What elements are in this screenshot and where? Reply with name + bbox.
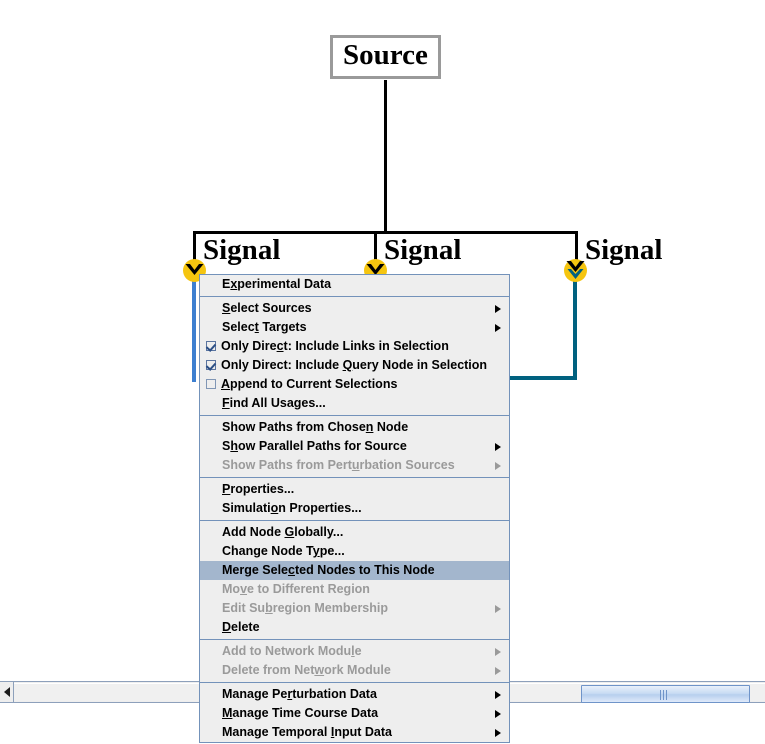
submenu-arrow-icon [495, 667, 501, 675]
grip-icon [660, 690, 669, 700]
menu-separator [200, 520, 509, 521]
down-chevron-icon [566, 261, 585, 279]
menu-item-label: Delete [222, 620, 260, 634]
menu-item-move-to-different-region: Move to Different Region [200, 580, 509, 599]
down-chevron-icon [185, 264, 204, 275]
submenu-arrow-icon [495, 710, 501, 718]
menu-item-label: Show Paths from Chosen Node [222, 420, 409, 434]
menu-item-label: Move to Different Region [222, 582, 370, 596]
menu-item-edit-subregion-membership: Edit Subregion Membership [200, 599, 509, 618]
menu-item-label: Show Paths from Perturbation Sources [222, 458, 455, 472]
submenu-arrow-icon [495, 729, 501, 737]
menu-item-label: Find All Usages... [222, 396, 326, 410]
menu-item-label: Add to Network Module [222, 644, 362, 658]
menu-item-label: Show Parallel Paths for Source [222, 439, 407, 453]
menu-item-show-parallel-paths-for-source[interactable]: Show Parallel Paths for Source [200, 437, 509, 456]
submenu-arrow-icon [495, 443, 501, 451]
menu-item-label: Only Direct: Include Query Node in Selec… [221, 358, 488, 372]
menu-separator [200, 296, 509, 297]
menu-separator [200, 477, 509, 478]
menu-item-label: Merge Selected Nodes to This Node [222, 563, 435, 577]
menu-item-add-to-network-module: Add to Network Module [200, 642, 509, 661]
edge-leg-left [193, 231, 196, 265]
menu-item-only-direct-include-links-in-selection[interactable]: Only Direct: Include Links in Selection [200, 337, 509, 356]
submenu-arrow-icon [495, 462, 501, 470]
submenu-arrow-icon [495, 324, 501, 332]
down-chevron-icon [366, 264, 385, 275]
node-signal-3[interactable]: Signal [585, 236, 662, 265]
menu-item-label: Only Direct: Include Links in Selection [221, 339, 449, 353]
menu-separator [200, 639, 509, 640]
menu-item-simulation-properties[interactable]: Simulation Properties... [200, 499, 509, 518]
menu-item-delete[interactable]: Delete [200, 618, 509, 637]
menu-item-label: Manage Temporal Input Data [222, 725, 392, 739]
menu-item-merge-selected-nodes-to-this-node[interactable]: Merge Selected Nodes to This Node [200, 561, 509, 580]
submenu-arrow-icon [495, 691, 501, 699]
submenu-arrow-icon [495, 605, 501, 613]
link-marker-icon-right[interactable] [564, 259, 587, 282]
checkbox-only-direct-include-query-node-in-selection[interactable] [206, 360, 216, 370]
menu-item-label: Edit Subregion Membership [222, 601, 388, 615]
menu-item-label: Append to Current Selections [221, 377, 398, 391]
edge-source-to-bus [384, 80, 387, 233]
node-signal-2-label: Signal [384, 234, 462, 266]
menu-item-label: Select Sources [222, 301, 312, 315]
edge-leg-right [575, 231, 578, 265]
menu-item-label: Properties... [222, 482, 295, 496]
menu-item-label: Simulation Properties... [222, 501, 362, 515]
submenu-arrow-icon [495, 648, 501, 656]
submenu-arrow-icon [495, 305, 501, 313]
menu-item-delete-from-network-module: Delete from Network Module [200, 661, 509, 680]
checkbox-only-direct-include-links-in-selection[interactable] [206, 341, 216, 351]
menu-item-label: Manage Time Course Data [222, 706, 379, 720]
menu-separator [200, 415, 509, 416]
edge-selected-left-vertical [192, 270, 196, 382]
menu-item-append-to-current-selections[interactable]: Append to Current Selections [200, 375, 509, 394]
menu-item-label: Select Targets [222, 320, 307, 334]
node-signal-2[interactable]: Signal [384, 236, 461, 265]
menu-item-experimental-data[interactable]: Experimental Data [200, 275, 509, 294]
menu-item-show-paths-from-chosen-node[interactable]: Show Paths from Chosen Node [200, 418, 509, 437]
node-source-label: Source [343, 39, 428, 71]
menu-item-label: Change Node Type... [222, 544, 345, 558]
menu-item-only-direct-include-query-node-in-selection[interactable]: Only Direct: Include Query Node in Selec… [200, 356, 509, 375]
menu-item-change-node-type[interactable]: Change Node Type... [200, 542, 509, 561]
menu-item-manage-perturbation-data[interactable]: Manage Perturbation Data [200, 685, 509, 704]
menu-item-label: Delete from Network Module [222, 663, 391, 677]
scroll-left-button[interactable] [0, 682, 14, 702]
menu-item-add-node-globally[interactable]: Add Node Globally... [200, 523, 509, 542]
edge-leg-middle [374, 231, 377, 265]
edge-bus-horizontal [193, 231, 578, 234]
menu-item-label: Add Node Globally... [222, 525, 344, 539]
menu-item-label: Manage Perturbation Data [222, 687, 377, 701]
menu-item-properties[interactable]: Properties... [200, 480, 509, 499]
checkbox-append-to-current-selections[interactable] [206, 379, 216, 389]
edge-selected-right-vertical [573, 270, 577, 380]
edge-selected-right-horizontal [508, 376, 577, 380]
menu-item-manage-temporal-input-data[interactable]: Manage Temporal Input Data [200, 723, 509, 742]
menu-item-label: Experimental Data [222, 277, 332, 291]
menu-item-manage-time-course-data[interactable]: Manage Time Course Data [200, 704, 509, 723]
menu-item-select-sources[interactable]: Select Sources [200, 299, 509, 318]
menu-item-show-paths-from-perturbation-sources: Show Paths from Perturbation Sources [200, 456, 509, 475]
left-arrow-icon [4, 687, 10, 697]
node-source[interactable]: Source [330, 35, 441, 79]
menu-separator [200, 682, 509, 683]
node-signal-3-label: Signal [585, 234, 663, 266]
scrollbar-thumb[interactable] [581, 685, 750, 703]
menu-item-find-all-usages[interactable]: Find All Usages... [200, 394, 509, 413]
node-signal-1-label: Signal [203, 234, 281, 266]
node-signal-1[interactable]: Signal [203, 236, 280, 265]
menu-item-select-targets[interactable]: Select Targets [200, 318, 509, 337]
